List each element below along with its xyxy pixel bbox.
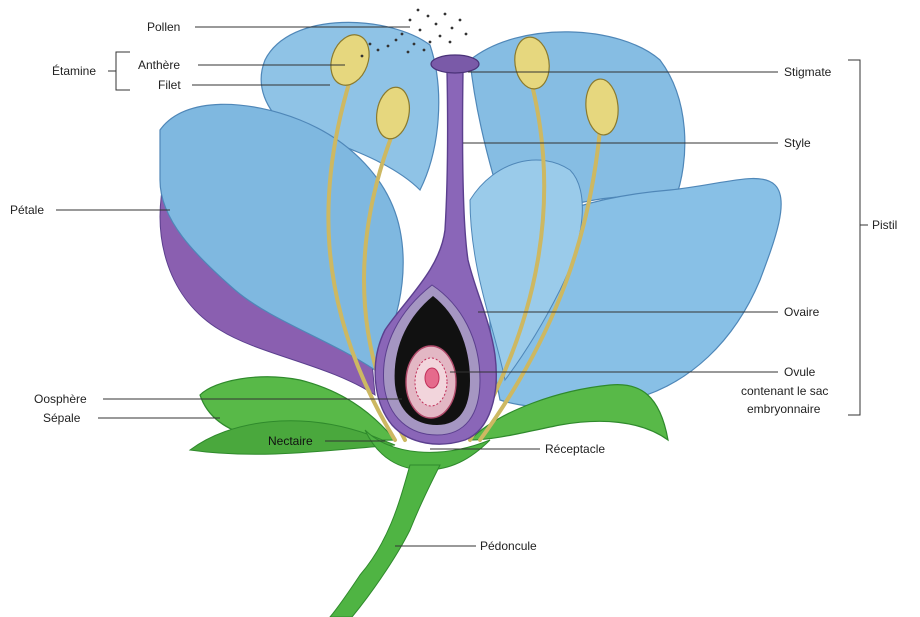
peduncle: [330, 465, 440, 617]
label-pedoncule: Pédoncule: [480, 539, 537, 553]
label-etamine: Étamine: [52, 63, 96, 78]
label-receptacle: Réceptacle: [545, 442, 605, 456]
label-ovule-1: Ovule: [784, 365, 816, 379]
label-ovaire: Ovaire: [784, 305, 820, 319]
label-pollen: Pollen: [147, 20, 180, 34]
label-pistil: Pistil: [872, 218, 897, 232]
stigma: [431, 55, 479, 73]
label-anthere: Anthère: [138, 58, 180, 72]
pistil-bracket: [848, 60, 860, 415]
label-oosphere: Oosphère: [34, 392, 87, 406]
label-filet: Filet: [158, 78, 181, 92]
label-ovule-3: embryonnaire: [747, 402, 821, 416]
embryo-sac: [425, 368, 439, 388]
label-sepale: Sépale: [43, 411, 81, 425]
label-petale: Pétale: [10, 203, 44, 217]
label-ovule-2: contenant le sac: [741, 384, 828, 398]
label-style: Style: [784, 136, 811, 150]
etamine-bracket: [116, 52, 130, 90]
label-stigmate: Stigmate: [784, 65, 832, 79]
label-nectaire: Nectaire: [268, 434, 313, 448]
